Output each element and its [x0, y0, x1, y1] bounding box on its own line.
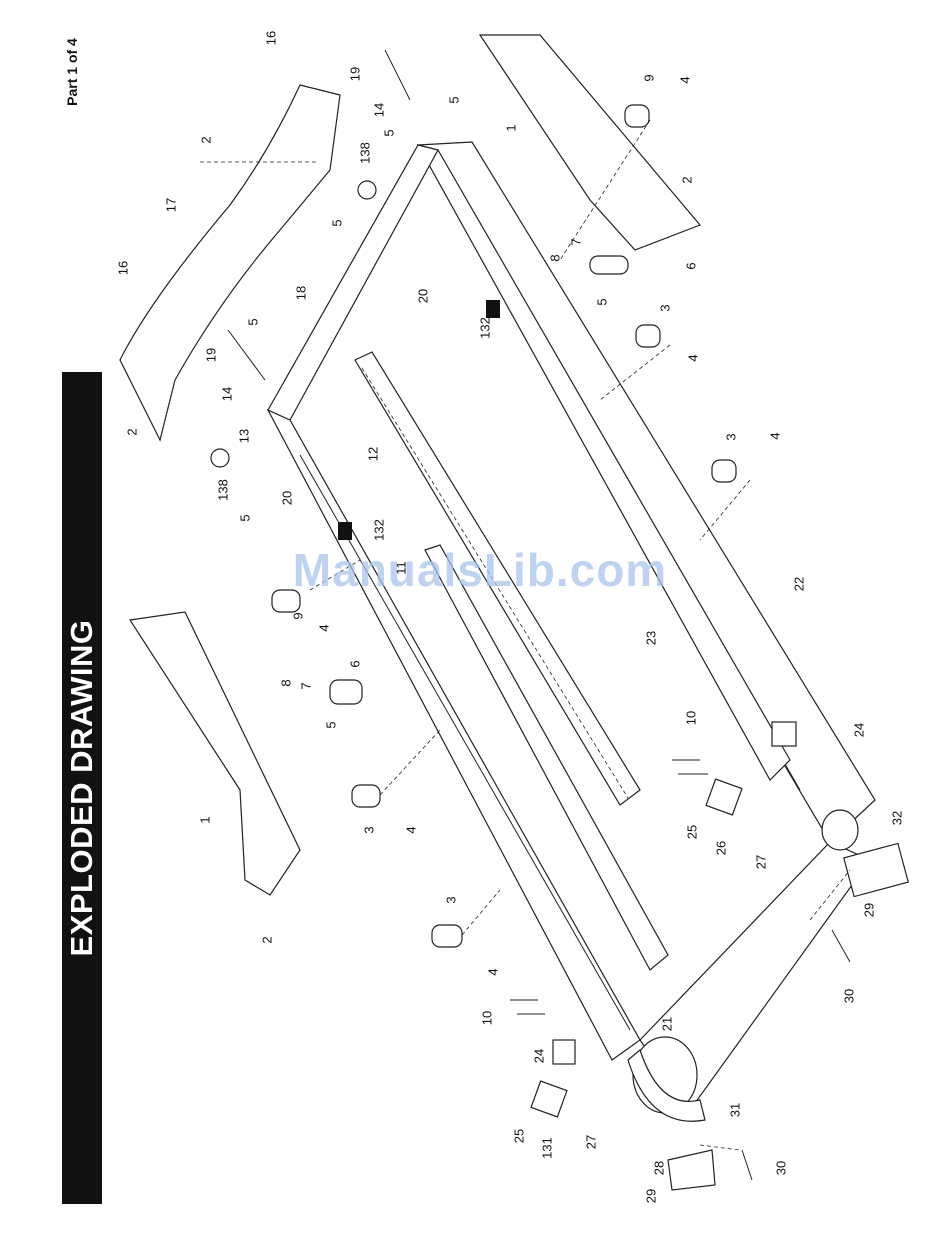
- callout-26: 26: [713, 841, 728, 855]
- callout-7: 7: [568, 238, 583, 245]
- callout-3: 3: [361, 826, 376, 833]
- callout-30: 30: [773, 1161, 788, 1175]
- callout-27: 27: [753, 855, 768, 869]
- callout-5: 5: [329, 219, 344, 226]
- callout-25: 25: [684, 825, 699, 839]
- callout-10: 10: [479, 1011, 494, 1025]
- callout-4: 4: [316, 624, 331, 631]
- callout-9: 9: [641, 74, 656, 81]
- callout-132: 132: [371, 519, 386, 541]
- watermark: ManualsLib.com: [293, 543, 667, 597]
- callout-32: 32: [889, 811, 904, 825]
- callout-2: 2: [679, 176, 694, 183]
- callout-16: 16: [115, 261, 130, 275]
- callout-4: 4: [677, 76, 692, 83]
- callout-17: 17: [163, 198, 178, 212]
- callout-4: 4: [767, 432, 782, 439]
- callout-8: 8: [547, 254, 562, 261]
- callout-5: 5: [381, 129, 396, 136]
- callout-2: 2: [198, 136, 213, 143]
- callout-6: 6: [683, 262, 698, 269]
- callout-21: 21: [659, 1017, 674, 1031]
- callout-138: 138: [357, 142, 372, 164]
- callout-132: 132: [477, 317, 492, 339]
- callout-8: 8: [278, 679, 293, 686]
- callout-13: 13: [236, 429, 251, 443]
- callout-31: 31: [727, 1103, 742, 1117]
- callout-19: 19: [347, 67, 362, 81]
- callout-25: 25: [511, 1129, 526, 1143]
- callout-9: 9: [290, 612, 305, 619]
- callout-14: 14: [219, 387, 234, 401]
- callout-1: 1: [197, 816, 212, 823]
- callout-29: 29: [643, 1189, 658, 1203]
- callout-3: 3: [443, 896, 458, 903]
- callout-22: 22: [791, 577, 806, 591]
- callout-30: 30: [841, 989, 856, 1003]
- callout-138: 138: [215, 479, 230, 501]
- callout-4: 4: [685, 354, 700, 361]
- callout-131: 131: [539, 1137, 554, 1159]
- callout-2: 2: [124, 428, 139, 435]
- callout-20: 20: [415, 289, 430, 303]
- callout-5: 5: [323, 721, 338, 728]
- callout-5: 5: [245, 318, 260, 325]
- callout-1: 1: [503, 124, 518, 131]
- callout-5: 5: [594, 298, 609, 305]
- callout-5: 5: [237, 514, 252, 521]
- callout-19: 19: [203, 348, 218, 362]
- callout-29: 29: [861, 903, 876, 917]
- callout-2: 2: [259, 936, 274, 943]
- callout-4: 4: [485, 968, 500, 975]
- callout-23: 23: [643, 631, 658, 645]
- callout-28: 28: [651, 1161, 666, 1175]
- callout-24: 24: [531, 1049, 546, 1063]
- callout-4: 4: [403, 826, 418, 833]
- callout-16: 16: [263, 31, 278, 45]
- callout-6: 6: [347, 660, 362, 667]
- callout-27: 27: [583, 1135, 598, 1149]
- callout-18: 18: [293, 286, 308, 300]
- callout-5: 5: [446, 96, 461, 103]
- callout-10: 10: [683, 711, 698, 725]
- callout-24: 24: [851, 723, 866, 737]
- callout-7: 7: [298, 682, 313, 689]
- callout-12: 12: [365, 447, 380, 461]
- callout-20: 20: [279, 491, 294, 505]
- callout-3: 3: [657, 304, 672, 311]
- callout-3: 3: [723, 433, 738, 440]
- callout-14: 14: [371, 103, 386, 117]
